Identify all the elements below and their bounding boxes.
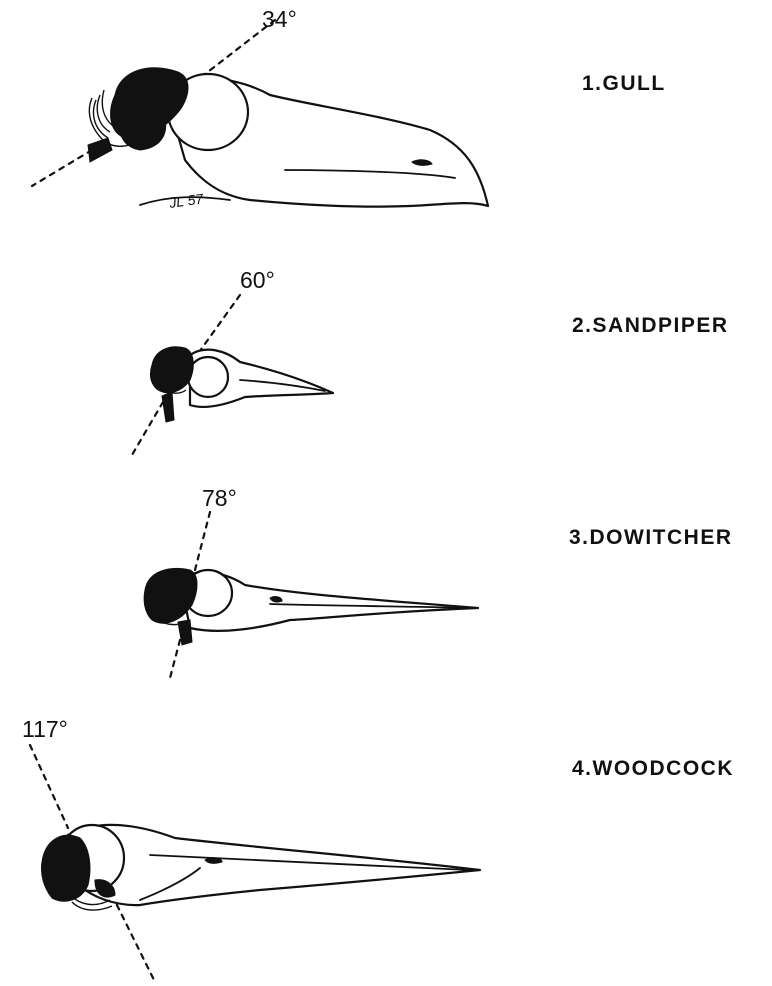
woodcock-angle-label: 117° — [22, 716, 68, 742]
woodcock-skull-drawing — [30, 745, 480, 982]
gull-angle-label: 34° — [262, 6, 297, 32]
woodcock-label: 4.WOODCOCK — [572, 757, 734, 780]
gull-label: 1.GULL — [582, 72, 666, 95]
sandpiper-angle-label: 60° — [240, 267, 275, 293]
dowitcher-label: 3.DOWITCHER — [569, 526, 733, 549]
artist-signature: JL 57 — [167, 190, 205, 211]
gull-skull-drawing: JL 57 — [32, 20, 488, 211]
sandpiper-label: 2.SANDPIPER — [572, 314, 729, 337]
dowitcher-skull-drawing — [144, 512, 478, 678]
dowitcher-angle-label: 78° — [202, 485, 237, 511]
sandpiper-skull-drawing — [132, 295, 333, 455]
